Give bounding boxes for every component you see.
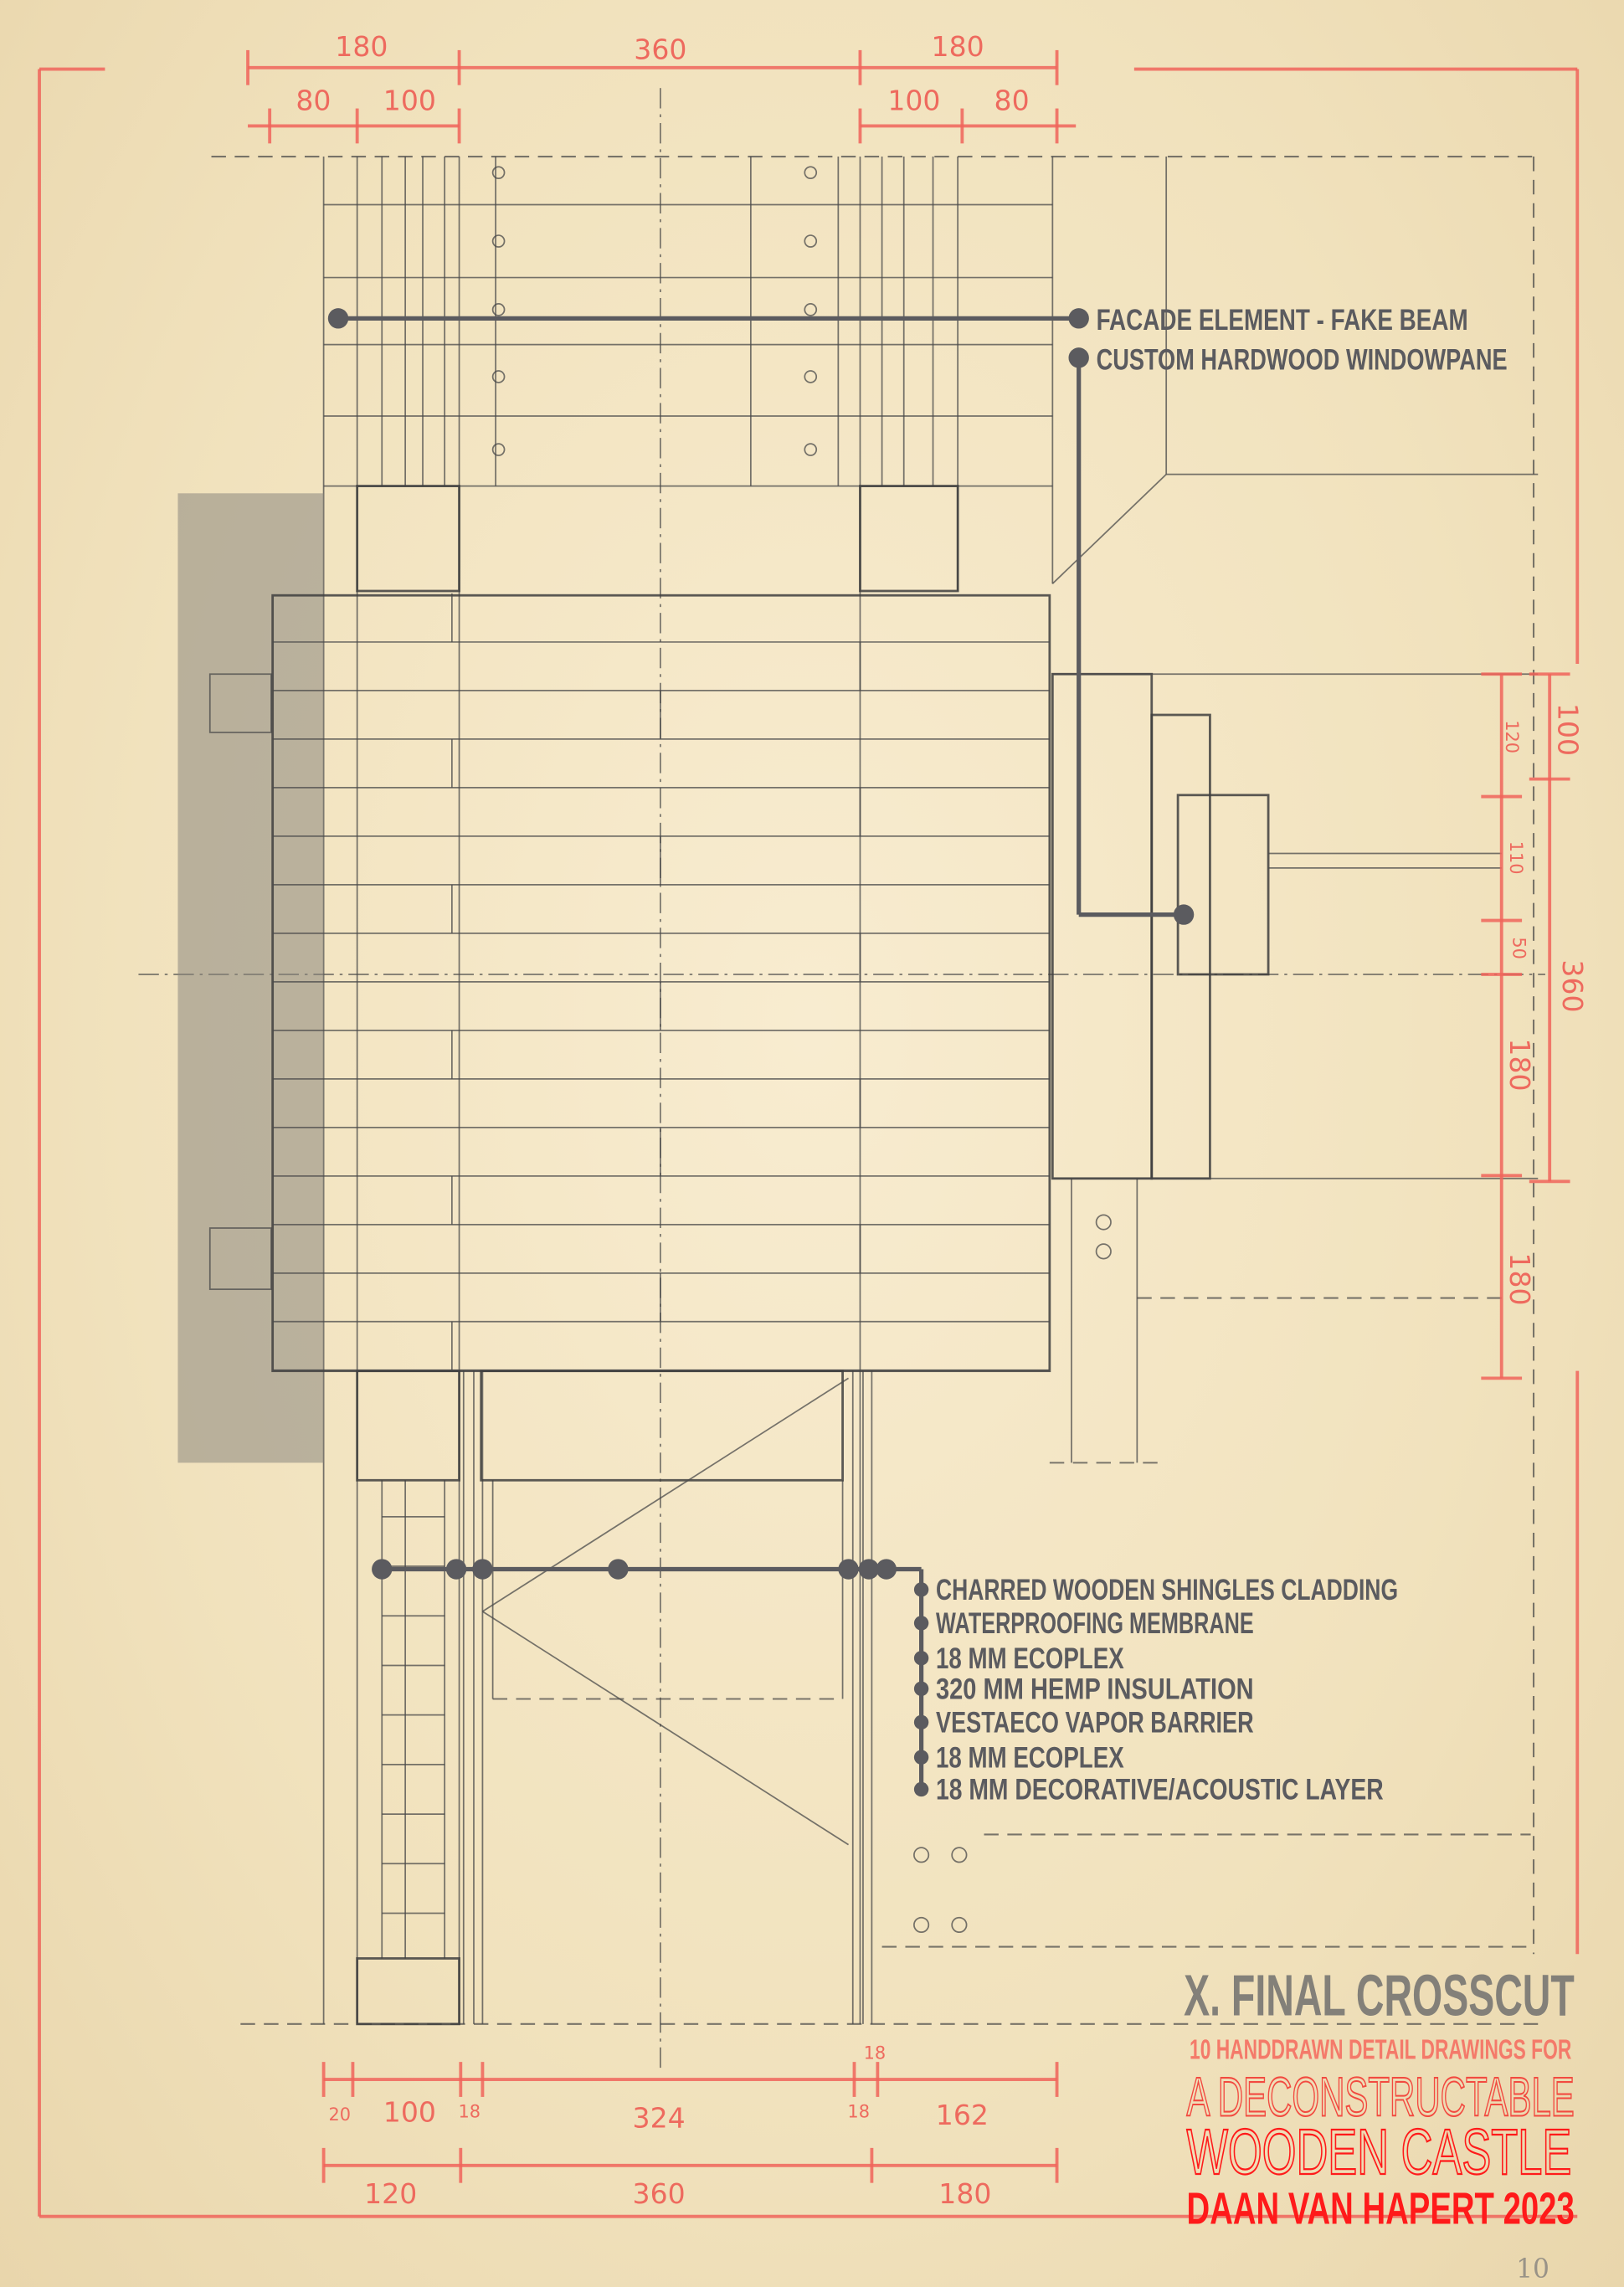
drawing-title: X. FINAL CROSSCUT <box>1184 1962 1575 2027</box>
dim-label: 180 <box>932 30 984 63</box>
callouts-top: FACADE ELEMENT - FAKE BEAM CUSTOM HARDWO… <box>327 304 1508 925</box>
dim-label: 324 <box>633 2101 686 2134</box>
leader-dot-icon <box>913 1750 929 1765</box>
bolt-hole-icon <box>804 166 818 180</box>
dim-label: 110 <box>1506 841 1526 875</box>
dim-label: 80 <box>994 84 1030 116</box>
layer-label: CHARRED WOODEN SHINGLES CLADDING <box>936 1574 1398 1606</box>
bolt-hole-icon <box>491 234 506 248</box>
dim-label: 360 <box>1556 959 1589 1012</box>
layer-label: 18 MM DECORATIVE/ACOUSTIC LAYER <box>936 1774 1384 1806</box>
title-block: X. FINAL CROSSCUT 10 HANDDRAWN DETAIL DR… <box>1184 1962 1575 2284</box>
callout-label: CUSTOM HARDWOOD WINDOWPANE <box>1097 343 1508 376</box>
leader-dot-icon <box>1068 347 1089 368</box>
leader-dot-icon <box>838 1559 859 1580</box>
dimensions-bottom: 20 100 18 324 18 18 162 120 360 180 <box>323 2043 1057 2210</box>
dim-label: 80 <box>296 84 331 116</box>
dim-label: 180 <box>335 30 388 63</box>
left-dark-panel <box>177 493 324 1463</box>
title-line-1: A DECONSTRUCTABLE <box>1187 2067 1575 2129</box>
bolt-hole-icon <box>491 166 506 180</box>
bolt-hole-icon <box>804 370 818 383</box>
dim-label: 180 <box>1503 1252 1536 1305</box>
dim-label: 18 <box>847 2101 870 2121</box>
dim-label: 50 <box>1509 937 1529 959</box>
dimensions-right: 120 110 50 180 180 100 360 <box>1499 674 1589 1379</box>
leader-dot-icon <box>608 1559 629 1580</box>
leader-dot-icon <box>913 1681 929 1697</box>
leader-dot-icon <box>372 1559 393 1580</box>
dim-label: 180 <box>938 2177 991 2210</box>
bolt-hole-icon <box>1095 1243 1112 1260</box>
layer-label: WATERPROOFING MEMBRANE <box>936 1607 1254 1640</box>
bolt-hole-icon <box>913 1916 930 1934</box>
leader-dot-icon <box>327 308 349 329</box>
title-line-2: WOODEN CASTLE <box>1187 2117 1572 2188</box>
leader-dot-icon <box>913 1781 929 1797</box>
dim-label: 162 <box>936 2099 989 2131</box>
bolt-hole-icon <box>1095 1214 1112 1231</box>
dim-label: 18 <box>458 2101 481 2121</box>
callout-label: FACADE ELEMENT - FAKE BEAM <box>1097 304 1468 337</box>
dimensions-top: 180 360 180 80 100 100 80 <box>246 30 1570 2183</box>
bolt-hole-icon <box>491 370 506 383</box>
subtitle: 10 HANDDRAWN DETAIL DRAWINGS FOR <box>1190 2035 1571 2066</box>
dim-label: 100 <box>887 84 940 116</box>
layer-label: 18 MM ECOPLEX <box>936 1642 1124 1675</box>
leader-dot-icon <box>445 1559 467 1580</box>
dim-label: 360 <box>634 33 686 65</box>
red-frame <box>38 67 1580 2218</box>
dim-label: 18 <box>864 2043 887 2063</box>
layer-label: VESTAECO VAPOR BARRIER <box>936 1707 1254 1740</box>
layer-label: 320 MM HEMP INSULATION <box>936 1673 1254 1706</box>
leader-dot-icon <box>472 1559 493 1580</box>
dim-label: 100 <box>383 84 436 116</box>
leader-dot-icon <box>913 1651 929 1666</box>
leader-dot-icon <box>913 1714 929 1730</box>
dim-label: 100 <box>383 2096 436 2129</box>
callouts-wall-layers: CHARRED WOODEN SHINGLES CLADDINGWATERPRO… <box>372 1559 1398 1806</box>
floor-section <box>271 594 1051 1373</box>
layer-label: 18 MM ECOPLEX <box>936 1741 1124 1774</box>
bolt-hole-icon <box>491 443 506 456</box>
bolt-hole-icon <box>804 234 818 248</box>
author-year: DAAN VAN HAPERT 2023 <box>1187 2183 1575 2233</box>
dim-label: 180 <box>1503 1038 1536 1091</box>
leader-dot-icon <box>1173 904 1195 925</box>
dim-label: 360 <box>633 2177 686 2210</box>
bolt-hole-icon <box>804 303 818 316</box>
dim-label: 120 <box>364 2177 417 2210</box>
leader-dot-icon <box>913 1616 929 1631</box>
bolt-hole-icon <box>913 1847 930 1863</box>
leader-dot-icon <box>858 1559 880 1580</box>
bolt-hole-icon <box>491 303 506 316</box>
leader-dot-icon <box>913 1582 929 1597</box>
leader-dot-icon <box>1068 308 1089 329</box>
bolt-hole-icon <box>951 1916 968 1934</box>
bolt-hole-icon <box>804 443 818 456</box>
dim-label: 20 <box>328 2105 351 2125</box>
dim-label: 100 <box>1552 703 1585 756</box>
dim-label: 120 <box>1502 720 1522 753</box>
pencil-linework <box>138 88 1545 2071</box>
page-number: 10 <box>1516 2254 1549 2284</box>
leader-dot-icon <box>876 1559 897 1580</box>
bolt-hole-icon <box>951 1847 968 1863</box>
